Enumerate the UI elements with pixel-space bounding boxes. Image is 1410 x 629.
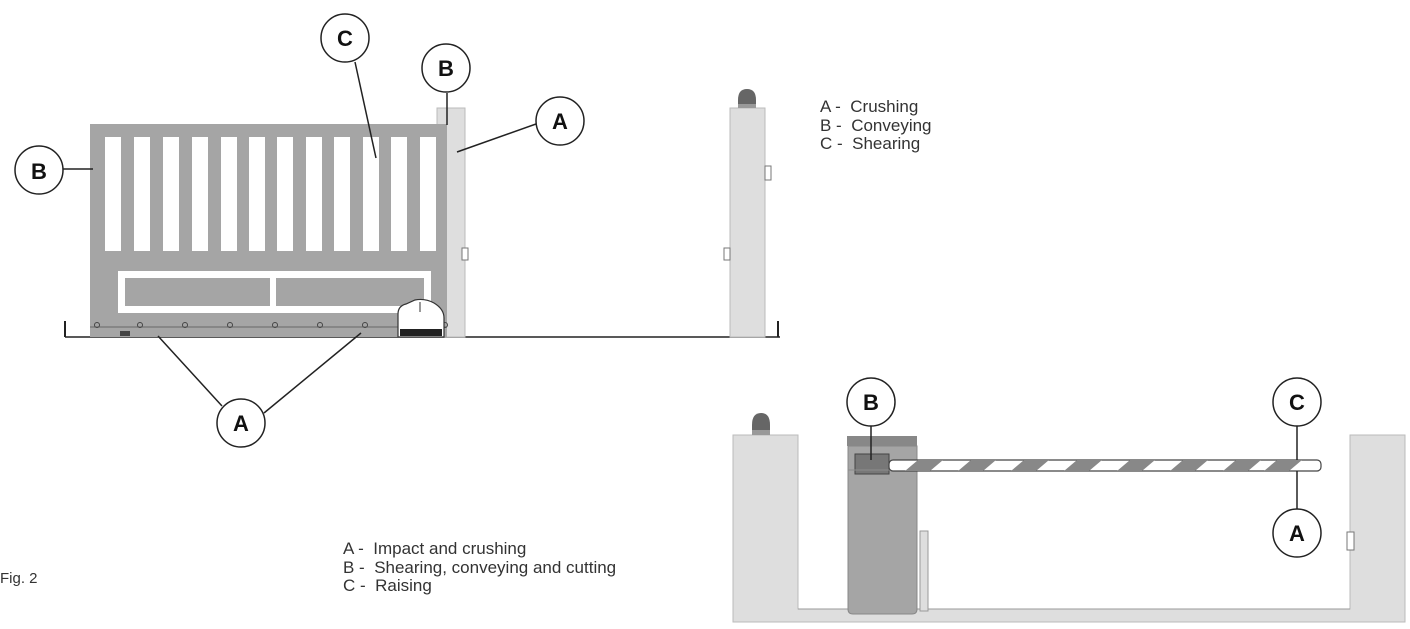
barrier-boom-hub [854, 453, 890, 475]
barrier-boom-arm [888, 459, 1322, 472]
callout-label: A [233, 411, 249, 436]
legend-item: A - Crushing [820, 97, 932, 117]
legend-key: C - [343, 576, 366, 595]
gate-motor [397, 298, 445, 338]
legend-text: Shearing [852, 134, 921, 153]
barrier-ground [732, 434, 1406, 623]
legend-text: Conveying [851, 115, 932, 135]
receiving-post [729, 107, 766, 338]
sliding-gate-illustration: B C B A A [14, 13, 780, 448]
legend-key: B - [343, 557, 365, 577]
barrier-hazard-legend: A - Impact and crushing B - Shearing, co… [343, 539, 617, 596]
callout-barrier-b: B [846, 377, 896, 427]
barrier-rest-post [919, 530, 929, 612]
legend-item: B - Shearing, conveying and cutting [343, 557, 617, 578]
callout-gate-a-bottom: A [216, 398, 266, 448]
gate-rack [90, 322, 448, 336]
figure-label: Fig. 2 [0, 570, 38, 587]
photocell-icon [764, 165, 772, 181]
legend-item: A - Impact and crushing [343, 539, 616, 559]
legend-key: C - [820, 134, 843, 153]
callout-label: A [552, 109, 568, 134]
callout-gate-b-left: B [14, 145, 64, 195]
barrier-illustration: B C A [732, 377, 1406, 623]
gate-post-latch [461, 247, 469, 261]
legend-text: Crushing [850, 97, 919, 116]
legend-text: Shearing, conveying and cutting [374, 557, 617, 577]
legend-key: A - [343, 539, 364, 558]
barrier-photocell-icon [1346, 531, 1355, 551]
callout-gate-a-right: A [535, 96, 585, 146]
gate-lower-panel [125, 278, 424, 306]
legend-text: Raising [375, 576, 432, 595]
callout-barrier-c: C [1272, 377, 1322, 427]
callout-label: B [31, 159, 47, 184]
legend-item: C - Shearing [820, 134, 932, 154]
callout-label: B [863, 390, 879, 415]
legend-item: C - Raising [343, 576, 616, 596]
barrier-cabinet [847, 445, 918, 615]
callout-label: B [438, 56, 454, 81]
callout-label: C [1289, 390, 1305, 415]
callout-barrier-a: A [1272, 508, 1322, 558]
receiving-post-bracket [723, 247, 731, 261]
callout-label: A [1289, 521, 1305, 546]
flashing-lamp-icon [738, 89, 756, 108]
callout-label: C [337, 26, 353, 51]
legend-item: B - Conveying [820, 115, 932, 136]
gate-hazard-legend: A - Crushing B - Conveying C - Shearing [820, 97, 932, 154]
legend-key: B - [820, 115, 842, 135]
callout-gate-c: C [320, 13, 370, 63]
gate-frame [90, 124, 447, 337]
callout-gate-b-top: B [421, 43, 471, 93]
barrier-cabinet-top [847, 436, 917, 446]
legend-key: A - [820, 97, 841, 116]
legend-text: Impact and crushing [373, 539, 527, 558]
barrier-lamp-icon [752, 413, 770, 435]
